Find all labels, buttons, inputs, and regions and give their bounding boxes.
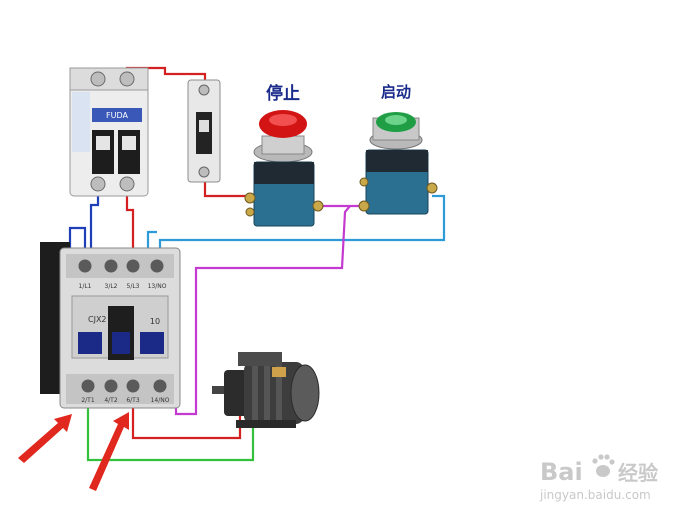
contactor-aux-text: 10 xyxy=(150,317,160,326)
stop-label: 停止 xyxy=(266,83,300,104)
magenta-wire-to-aux xyxy=(174,205,351,416)
electric-motor xyxy=(212,352,320,428)
contactor-top-terminal-3: 5/L3 xyxy=(127,283,140,290)
red-arrow-2 xyxy=(89,412,129,491)
blue-jumper xyxy=(68,226,87,262)
single-pole-switch xyxy=(187,79,221,183)
watermark: Bai 经验 jingyan.baidu.com xyxy=(539,454,658,502)
red-arrow-1 xyxy=(18,414,72,463)
breaker-brand-text: FUDA xyxy=(106,111,128,120)
contactor-bottom-terminal-4: 14/NO xyxy=(151,397,170,404)
start-label: 启动 xyxy=(381,83,411,101)
watermark-cn: 经验 xyxy=(618,461,658,485)
stop-button xyxy=(244,110,324,227)
circuit-breaker: FUDA xyxy=(69,67,149,197)
watermark-brand: Bai xyxy=(540,458,583,486)
contactor-bottom-terminal-3: 6/T3 xyxy=(126,397,140,404)
contactor-top-terminal-1: 1/L1 xyxy=(79,283,92,290)
ac-contactor: 1/L1 3/L2 5/L3 13/NO CJX2 10 2/T1 4/T2 6… xyxy=(40,242,181,409)
contactor-top-terminal-2: 3/L2 xyxy=(105,283,118,290)
red-wire-breaker-to-contactor xyxy=(125,192,135,262)
paw-icon xyxy=(592,454,615,477)
blue-wire-breaker-to-contactor xyxy=(89,192,100,262)
lightblue-wire-start-to-coil xyxy=(158,194,446,262)
contactor-bottom-terminal-1: 2/T1 xyxy=(81,397,95,404)
start-button xyxy=(358,112,438,215)
contactor-top-terminal-4: 13/NO xyxy=(148,283,167,290)
arrows xyxy=(18,412,129,491)
watermark-url: jingyan.baidu.com xyxy=(539,488,651,502)
contactor-bottom-terminal-2: 4/T2 xyxy=(104,397,118,404)
contactor-model-text: CJX2 xyxy=(88,315,107,324)
